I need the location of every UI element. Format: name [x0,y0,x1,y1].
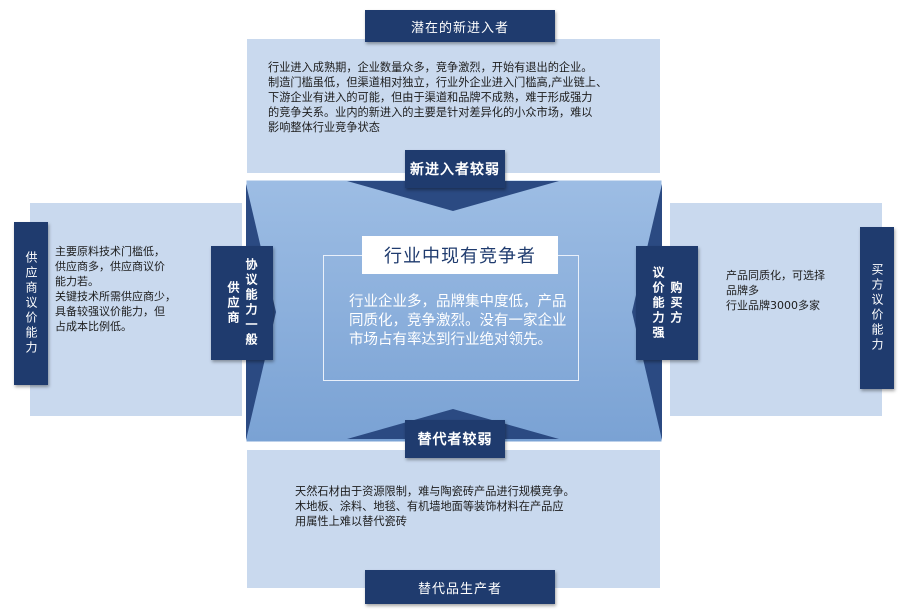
left-arrow-label-col1: 供应商 [226,280,240,326]
bottom-tab-label: 替代品生产者 [417,581,502,597]
right-arrow-label-box: 议价能力强 购买方 [636,246,698,360]
top-arrow-label: 新进入者较弱 [410,162,500,178]
right-arrow-label-col1: 议价能力强 [651,265,665,341]
right-arrow-label-col2: 购买方 [669,280,683,326]
top-arrow-shape [347,181,559,211]
center-text: 行业企业多，品牌集中度低，产品同质化，竞争激烈。没有一家企业市场占有率达到行业绝… [349,294,567,348]
right-tab-label: 买方议价能力 [870,263,884,353]
left-tab: 供应商议价能力 [14,222,48,385]
bottom-panel-text: 天然石材由于资源限制，难与陶瓷砖产品进行规模竞争。 木地板、涂料、地毯、有机墙地… [295,485,575,528]
right-panel-text: 产品同质化，可选择 品牌多 行业品牌3000多家 [726,269,825,312]
top-panel-text: 行业进入成熟期，企业数量众多，竞争激烈，开始有退出的企业。 制造门槛虽低，但渠道… [268,61,608,134]
right-panel [670,203,882,416]
center-title: 行业中现有竞争者 [362,236,558,274]
left-arrow-label-col2: 协议能力一般 [244,258,258,348]
top-tab-label: 潜在的新进入者 [410,20,509,36]
bottom-arrow-label-box: 替代者较弱 [405,420,505,458]
center-region [245,179,663,443]
left-panel [30,203,242,416]
left-tab-label: 供应商议价能力 [24,251,38,356]
right-tab: 买方议价能力 [860,227,894,389]
left-arrow-label-box: 供应商 协议能力一般 [211,246,273,360]
top-arrow-label-box: 新进入者较弱 [405,150,505,188]
bottom-tab: 替代品生产者 [365,570,555,604]
bottom-arrow-label: 替代者较弱 [417,432,493,448]
top-tab: 潜在的新进入者 [365,10,555,42]
left-panel-text: 主要原料技术门槛低， 供应商多，供应商议价 能力若。 关键技术所需供应商少， 具… [55,245,176,333]
bottom-panel [247,450,660,588]
